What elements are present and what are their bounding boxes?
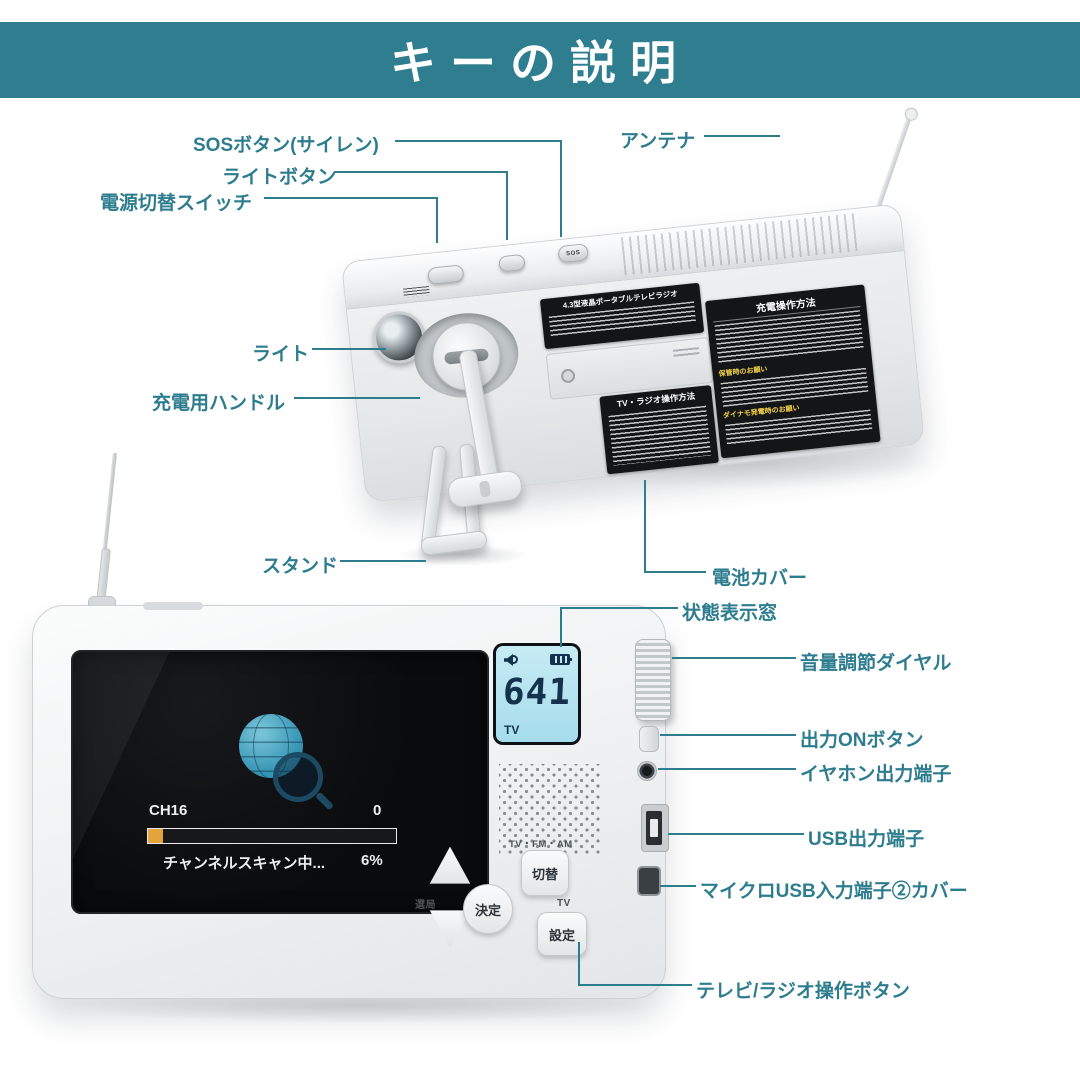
leader-line-handle: [294, 397, 420, 399]
tv-screen: CH16 0 チャンネルスキャン中... 6%: [71, 650, 489, 914]
label-power-switch: 電源切替スイッチ: [100, 193, 253, 214]
leader-line-battery-cover: [644, 480, 646, 573]
band-caption: TV・FM・AM: [509, 839, 573, 850]
tv-caption: TV: [557, 898, 571, 909]
screen-count-text: 0: [373, 802, 381, 819]
speaker-grille: [499, 764, 601, 856]
label-micro-usb: マイクロUSB入力端子②カバー: [700, 881, 968, 902]
label-battery-cover: 電池カバー: [712, 568, 808, 589]
scan-progress-fill: [148, 829, 163, 843]
device-front-view: CH16 0 チャンネルスキャン中... 6% 641 TV TV・FM・AM …: [32, 602, 671, 999]
leader-line-light-button: [334, 171, 508, 173]
screen-channel-text: CH16: [149, 802, 187, 819]
leader-line-power-switch: [264, 197, 438, 199]
tune-caption: 選局: [415, 900, 436, 911]
sos-button: SOS: [557, 243, 590, 264]
leader-line-light: [312, 348, 386, 350]
screen-status-text: チャンネルスキャン中...: [163, 852, 325, 873]
light-button: [498, 253, 526, 273]
label-earphone: イヤホン出力端子: [800, 764, 952, 785]
leader-line-usb-out: [668, 833, 804, 835]
leader-line-volume-dial: [672, 657, 796, 659]
label-volume-dial: 音量調節ダイヤル: [800, 653, 952, 674]
switch-marking-text: [403, 285, 430, 298]
screen-percent-text: 6%: [361, 852, 383, 869]
enter-button: 決定: [463, 884, 513, 934]
grip-ridges: [620, 212, 864, 276]
lcd-panel: 641 TV: [496, 646, 578, 742]
scan-progress-bar: [147, 828, 397, 844]
enter-label: 決定: [474, 902, 501, 918]
label-light: ライト: [252, 344, 310, 365]
label-crank-handle: 充電用ハンドル: [152, 393, 286, 414]
label-usb-out: USB出力端子: [808, 829, 925, 850]
leader-line-earphone: [658, 768, 796, 770]
label-sos-button: SOSボタン(サイレン): [193, 135, 379, 156]
leader-line-light-button: [506, 171, 508, 240]
magnifier-icon: [273, 752, 323, 802]
screw: [560, 368, 576, 384]
leader-line-status-window: [560, 607, 678, 609]
output-on-button: [639, 726, 659, 752]
leader-line-status-window: [560, 607, 562, 647]
lcd-mode: TV: [504, 723, 520, 737]
lcd-value: 641: [501, 672, 573, 713]
band-switch-button: 切替: [521, 850, 569, 896]
leader-line-battery-cover: [644, 571, 706, 573]
leader-line-output-on: [660, 734, 796, 736]
power-switch: [426, 264, 465, 285]
leader-line-antenna: [704, 135, 780, 137]
leader-line-micro-usb: [660, 885, 696, 887]
antenna-rod-front: [94, 452, 117, 615]
leader-line-stand: [340, 560, 426, 562]
operation-sticker: TV・ラジオ操作方法: [599, 385, 719, 475]
earphone-jack: [637, 761, 657, 781]
label-tv-radio-buttons: テレビ/ラジオ操作ボタン: [696, 981, 910, 1002]
switch-label: 切替: [531, 866, 558, 882]
leader-line-sos: [395, 140, 562, 142]
label-light-button: ライトボタン: [222, 167, 337, 188]
label-antenna: アンテナ: [620, 131, 696, 152]
micro-usb-port: [637, 866, 661, 896]
sticker-microtext: [608, 405, 712, 466]
leader-line-power-switch: [436, 197, 438, 243]
volume-dial: [635, 639, 671, 721]
leader-line-sos: [560, 140, 562, 237]
top-edge-detail: [143, 602, 203, 610]
sos-marking: SOS: [565, 249, 581, 257]
label-output-on: 出力ONボタン: [800, 730, 924, 751]
settings-label: 設定: [548, 927, 575, 943]
label-stand: スタンド: [262, 556, 339, 577]
antenna-tip: [903, 105, 920, 123]
page-title: キーの説明: [390, 37, 690, 89]
screen-gloss: [73, 652, 487, 912]
battery-icon: [550, 654, 572, 665]
charge-instructions-sticker: 充電操作方法 保管時のお願い ダイナモ発電時のお願い: [704, 284, 881, 459]
status-display-window: 641 TV: [493, 643, 581, 745]
leader-line-tv-radio: [578, 984, 692, 986]
speaker-icon: [504, 654, 519, 666]
label-status-window: 状態表示窓: [682, 603, 778, 624]
usb-output-port: [641, 804, 669, 852]
leader-line-tv-radio: [578, 942, 580, 986]
header-banner: キーの説明: [0, 22, 1080, 98]
